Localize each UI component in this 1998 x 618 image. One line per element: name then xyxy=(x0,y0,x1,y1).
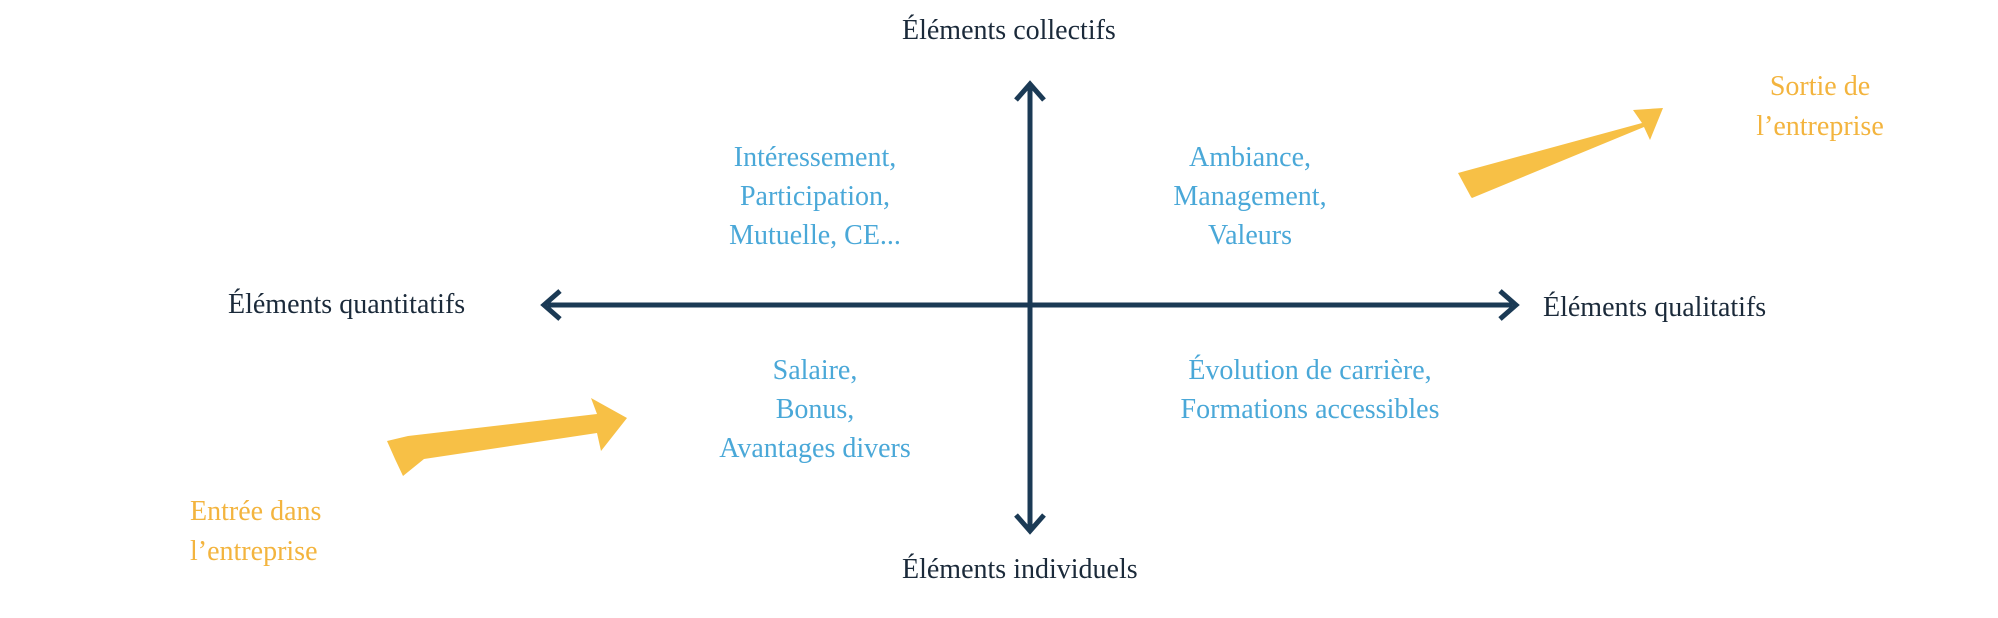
exit-label-line: Sortie de xyxy=(1769,71,1871,102)
horizontal-axis-right-arrowhead xyxy=(1498,289,1520,321)
exit-label: Sortie de l’entreprise xyxy=(1735,67,1905,147)
horizontal-axis-left-arrowhead xyxy=(540,289,562,321)
exit-label-line: l’entreprise xyxy=(1756,111,1884,142)
quadrant-bottom-left-line: Salaire, xyxy=(772,355,858,386)
quadrant-bottom-left: Salaire, Bonus, Avantages divers xyxy=(660,351,970,468)
entry-label-line: l’entreprise xyxy=(190,536,318,567)
vertical-axis xyxy=(1014,80,1046,535)
horizontal-axis xyxy=(540,289,1520,321)
vertical-axis-top-arrowhead xyxy=(1014,80,1046,102)
axis-label-top: Éléments collectifs xyxy=(902,15,1116,46)
axis-label-right: Éléments qualitatifs xyxy=(1543,292,1767,323)
exit-arrow xyxy=(1458,108,1663,198)
entry-arrow xyxy=(387,398,627,476)
quadrant-top-right-line: Ambiance, xyxy=(1188,142,1312,173)
entry-label-line: Entrée dans xyxy=(190,496,322,527)
quadrant-top-right-line: Management, xyxy=(1173,181,1327,212)
quadrant-top-left-line: Mutuelle, CE... xyxy=(729,220,901,251)
vertical-axis-bottom-arrowhead xyxy=(1014,513,1046,535)
quadrant-bottom-left-line: Avantages divers xyxy=(719,433,911,464)
quadrant-bottom-right: Évolution de carrière, Formations access… xyxy=(1130,351,1490,429)
quadrant-bottom-right-line: Formations accessibles xyxy=(1180,394,1440,425)
quadrant-top-left: Intéressement, Participation, Mutuelle, … xyxy=(650,138,980,255)
quadrant-top-right: Ambiance, Management, Valeurs xyxy=(1100,138,1400,255)
quadrant-top-left-line: Participation, xyxy=(739,181,891,212)
entry-label: Entrée dans l’entreprise xyxy=(190,492,321,572)
axis-label-bottom: Éléments individuels xyxy=(902,554,1138,585)
quadrant-top-left-line: Intéressement, xyxy=(733,142,897,173)
quadrant-bottom-right-line: Évolution de carrière, xyxy=(1188,355,1432,386)
quadrant-top-right-line: Valeurs xyxy=(1208,220,1292,251)
axis-label-left: Éléments quantitatifs xyxy=(228,289,466,320)
quadrant-bottom-left-line: Bonus, xyxy=(775,394,855,425)
